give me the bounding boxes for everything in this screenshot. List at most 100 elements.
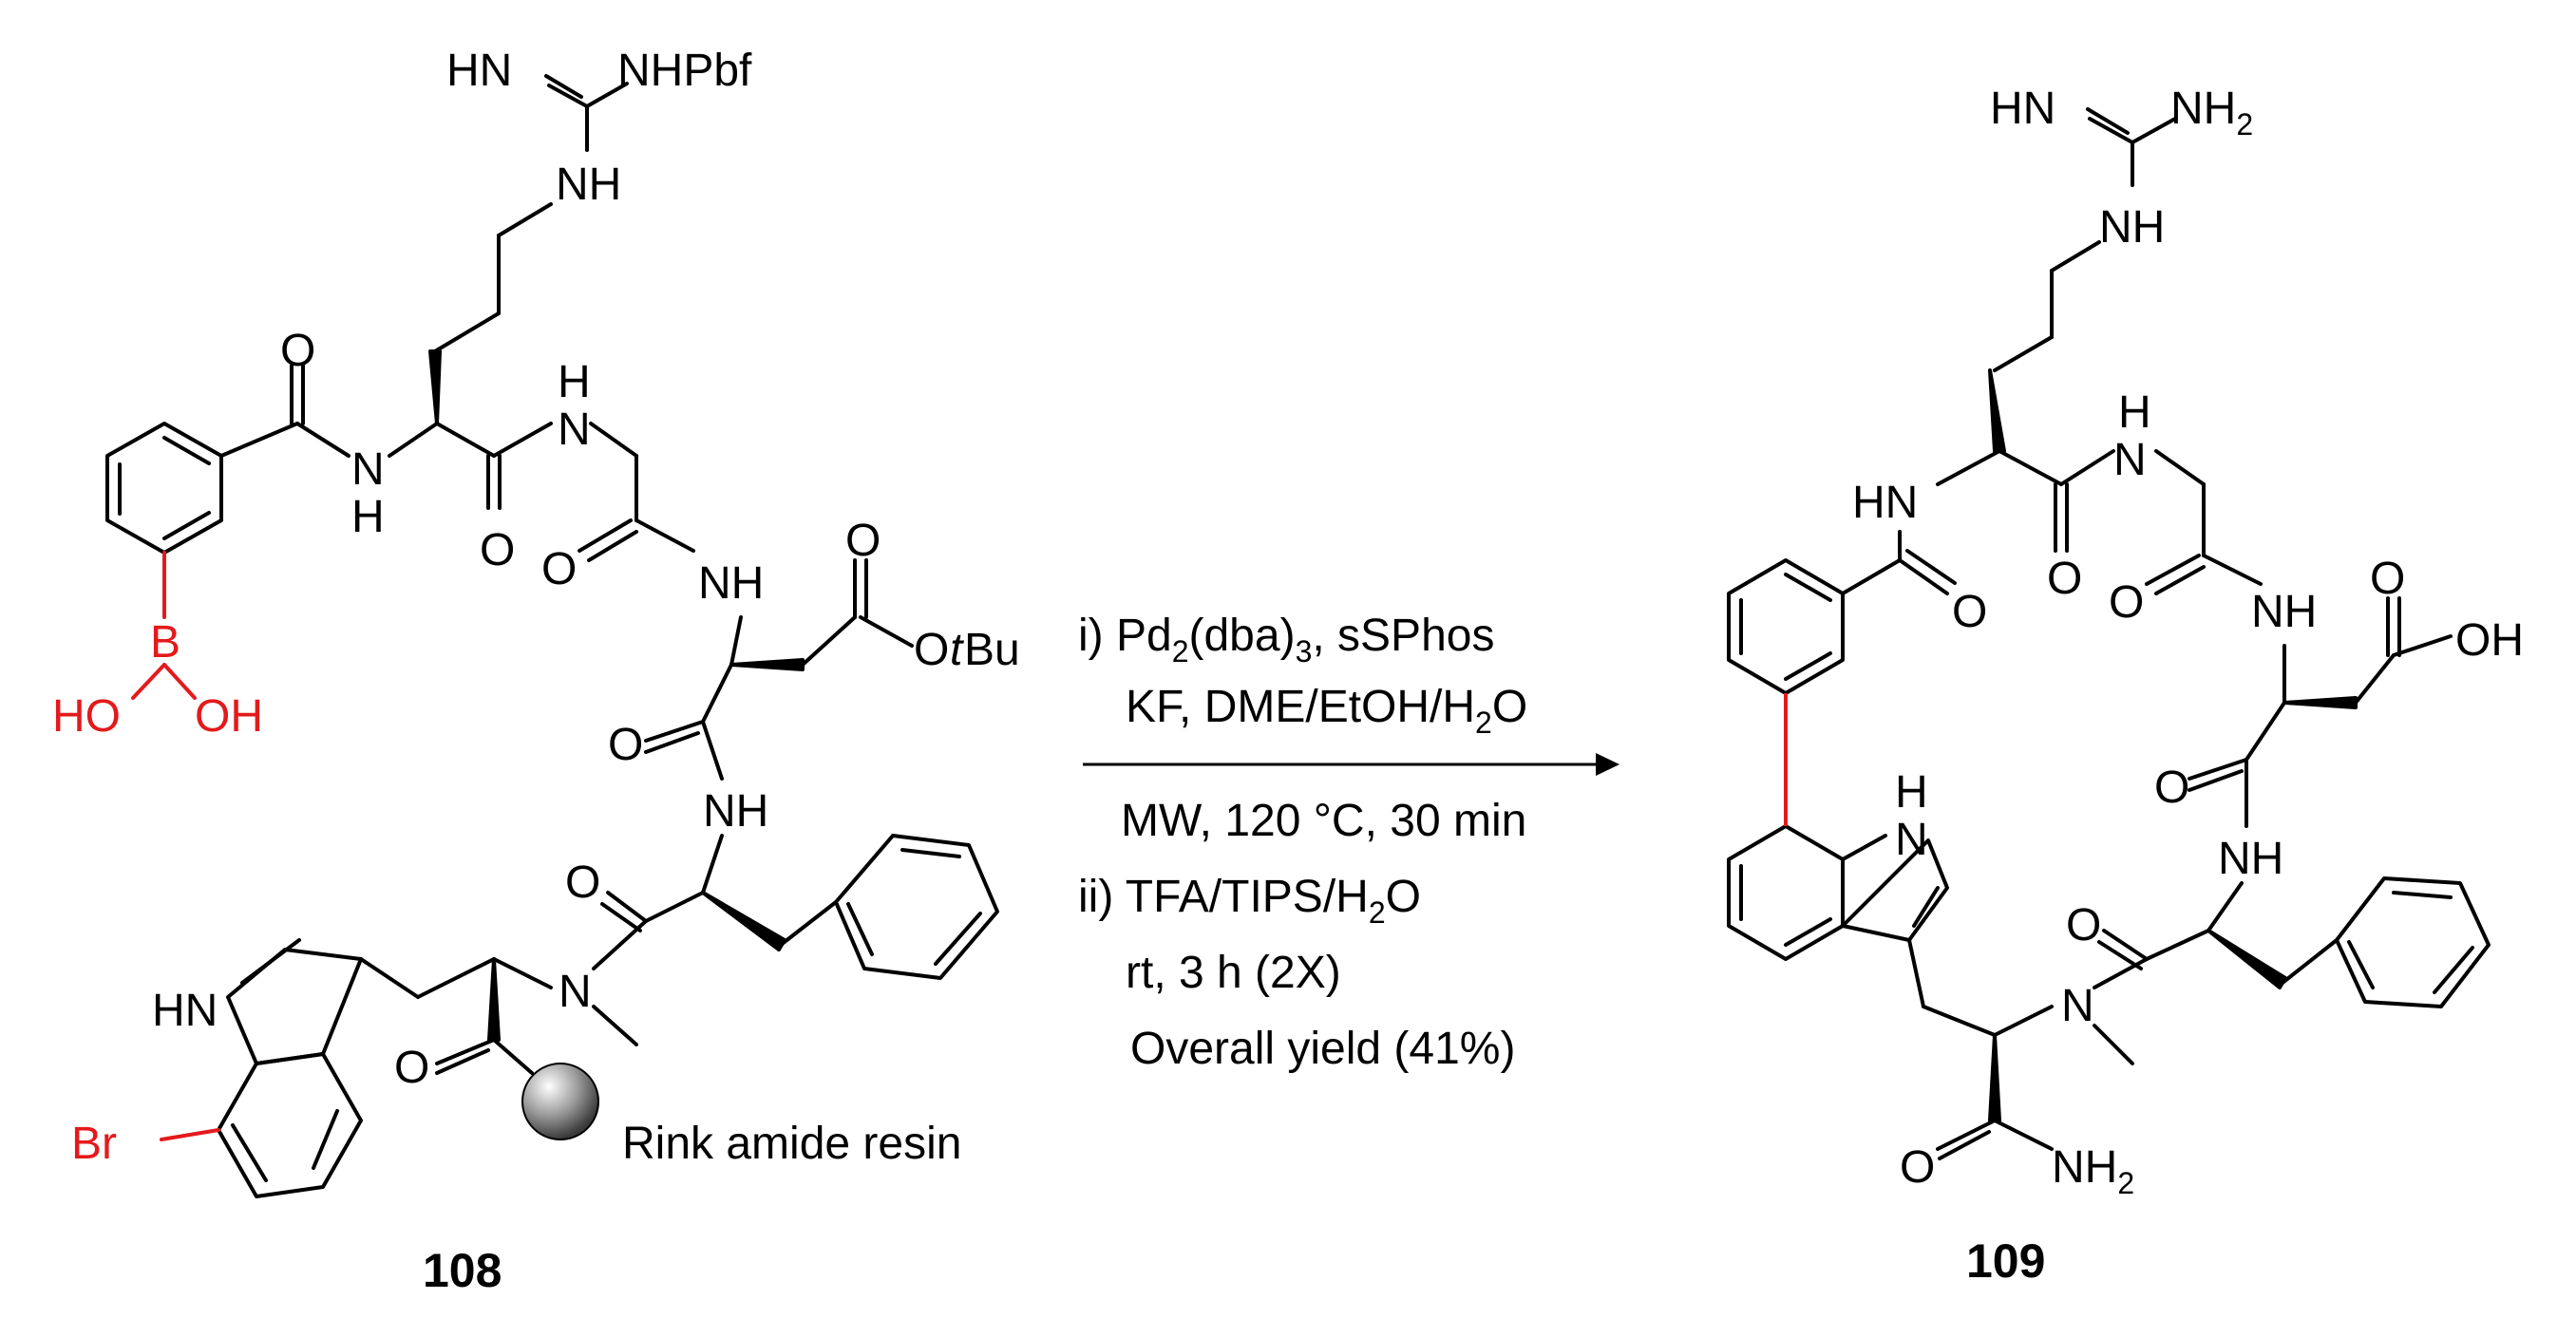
- reactant-bond: [492, 1038, 534, 1075]
- product-bond: [1898, 558, 1949, 595]
- reactant-bond: [635, 518, 695, 553]
- resin-sphere: [521, 1063, 599, 1140]
- atom-label: O: [280, 326, 315, 376]
- reactant-structure-108: [105, 74, 999, 1198]
- reactant-bond: [644, 731, 700, 754]
- product-bond: [1998, 449, 2063, 486]
- atom-label: NHPbf: [617, 46, 752, 96]
- product-bond: [2245, 701, 2286, 762]
- product-stereo-wedge: [2282, 696, 2358, 709]
- product-bond: [2102, 929, 2149, 961]
- product-bond: [2392, 634, 2453, 657]
- atom-label: O: [2066, 900, 2101, 951]
- product-bond: [2154, 449, 2206, 486]
- atom-label: O: [394, 1043, 429, 1093]
- reactant-bond: [497, 202, 553, 237]
- reactant-bond: [606, 891, 648, 923]
- atom-label: H: [558, 357, 591, 407]
- atom-label: NH: [2251, 587, 2317, 637]
- reactant-bond: [416, 957, 496, 999]
- product-bond: [2154, 565, 2206, 595]
- product-bond: [1841, 558, 1902, 595]
- reactant-bond: [435, 1048, 490, 1075]
- atom-label: NH: [556, 160, 621, 210]
- condition-line-4: ii) TFA/TIPS/H2O: [1078, 872, 1421, 930]
- atom-label: O: [845, 516, 881, 566]
- condition-line-2: KF, DME/EtOH/H2O: [1126, 682, 1527, 740]
- reactant-phenyl-boronic-ring: [105, 422, 223, 555]
- atom-label: N: [558, 405, 591, 455]
- atom-label: O: [2154, 763, 2189, 813]
- reactant-bond: [435, 1038, 496, 1065]
- product-bond: [2207, 881, 2244, 932]
- product-bond: [2354, 653, 2396, 705]
- atom-label: NH: [2099, 202, 2165, 253]
- atom-label: N: [559, 967, 592, 1017]
- atom-label: NH2: [2052, 1142, 2134, 1200]
- product-bond: [1993, 335, 2054, 372]
- product-stereo-wedge: [1988, 368, 2006, 453]
- reaction-arrow: [1083, 753, 1619, 776]
- atom-label: N: [2113, 435, 2147, 485]
- product-bond: [2202, 554, 2263, 586]
- atom-label: H: [1895, 767, 1928, 818]
- bromo-bond: [160, 1128, 220, 1141]
- condition-line-6: Overall yield (41%): [1130, 1024, 1515, 1074]
- reactant-phe-ring: [834, 834, 999, 980]
- condition-line-1: i) Pd2(dba)3, sSPhos: [1078, 611, 1494, 668]
- atom-label-hydroxyl: HO: [52, 691, 121, 742]
- product-bond: [1936, 449, 2001, 486]
- condition-line-3: MW, 120 °C, 30 min: [1121, 796, 1526, 846]
- resin-label: Rink amide resin: [622, 1119, 961, 1169]
- atom-label: NH: [2218, 834, 2283, 884]
- atom-label: HN: [152, 986, 218, 1036]
- reactant-bond: [585, 82, 629, 108]
- reactant-bond: [644, 720, 705, 743]
- reactant-stereo-wedge: [729, 658, 805, 671]
- reactant-bond: [544, 74, 583, 99]
- atom-label: NH: [698, 558, 764, 609]
- product-stereo-wedge: [2207, 929, 2287, 989]
- compound-number-109: 109: [1966, 1234, 2045, 1288]
- product-bond: [1936, 1119, 1997, 1151]
- atom-label: O: [541, 544, 577, 594]
- reactant-bond: [359, 957, 420, 999]
- product-bond: [2145, 554, 2201, 586]
- reactant-bond: [600, 902, 642, 932]
- product-bond: [2188, 769, 2244, 792]
- condition-line-5: rt, 3 h (2X): [1126, 948, 1341, 998]
- product-bond: [1922, 1005, 1997, 1037]
- reactant-bond: [779, 900, 838, 947]
- atom-label: NH2: [2170, 84, 2253, 141]
- atom-label: N: [2061, 981, 2094, 1031]
- atom-label: HN: [1852, 478, 1918, 528]
- atom-label: O: [565, 857, 600, 908]
- product-structure-109: [1727, 107, 2491, 1160]
- reactant-bond: [433, 311, 501, 353]
- reactant-bond: [547, 84, 589, 108]
- reactant-bond: [729, 615, 743, 667]
- reactant-stereo-wedge: [428, 349, 442, 425]
- product-indole-ring: [1727, 824, 1949, 961]
- atom-label: O: [2047, 554, 2082, 604]
- atom-label: O: [480, 525, 515, 575]
- atom-label: O: [608, 720, 643, 770]
- boronic-bond: [131, 663, 166, 700]
- atom-label: Bu: [964, 625, 1020, 675]
- reactant-bond: [388, 422, 439, 458]
- product-phe-ring: [2335, 876, 2491, 1008]
- atom-label: O: [2109, 577, 2144, 628]
- reactant-indole-7-bromo: [217, 938, 363, 1198]
- atom-label: H: [2118, 387, 2151, 438]
- atom-label: O: [914, 625, 949, 675]
- product-bond: [2093, 957, 2149, 989]
- product-labels: HN NH2 NH HN O H N O O NH O OH O NH N H …: [1852, 84, 2524, 1288]
- atom-label: H: [351, 492, 385, 542]
- reactant-bond: [701, 834, 724, 894]
- product-bond: [1993, 1119, 2054, 1151]
- reactant-bond: [295, 422, 350, 458]
- product-bond: [2188, 758, 2248, 781]
- product-bond: [2131, 117, 2177, 144]
- reactant-bond: [435, 422, 496, 458]
